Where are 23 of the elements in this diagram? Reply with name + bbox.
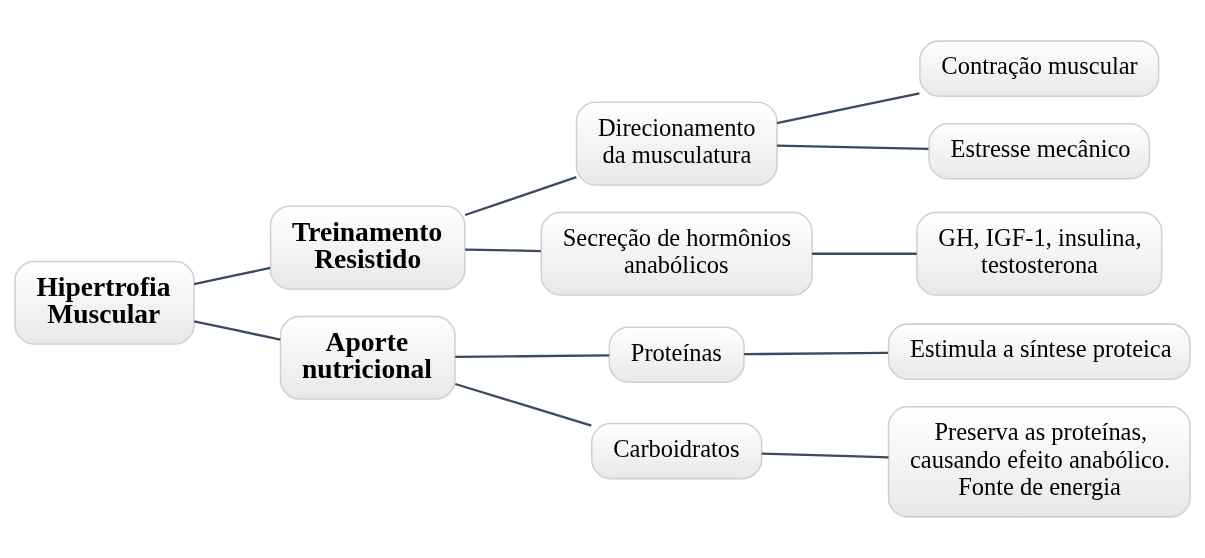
node-box: Proteínas xyxy=(608,326,745,384)
node-box: Hipertrofia Muscular xyxy=(14,260,195,345)
connector xyxy=(776,144,929,151)
node-box: Secreção de hormônios anabólicos xyxy=(540,211,813,296)
node-box: Aporte nutricional xyxy=(279,315,456,400)
connector xyxy=(744,351,888,356)
connector xyxy=(465,248,541,253)
connector xyxy=(761,452,889,459)
node-box: GH, IGF-1, insulina, testosterona xyxy=(916,211,1163,296)
node-box: Contração muscular xyxy=(919,40,1160,97)
connector xyxy=(812,252,917,255)
node-box: Estresse mecânico xyxy=(928,122,1151,180)
node-box: Estimula a síntese proteica xyxy=(887,323,1191,380)
connector xyxy=(455,354,610,359)
connector xyxy=(454,382,592,427)
connector xyxy=(776,92,920,125)
connector xyxy=(193,266,271,286)
node-box: Treinamento Resistido xyxy=(269,205,466,290)
connector xyxy=(464,176,577,217)
node-box: Direcionamento da musculatura xyxy=(575,101,778,186)
node-box: Preserva as proteínas, causando efeito anabólico. Fonte de energia xyxy=(887,405,1191,518)
connector xyxy=(193,320,281,341)
node-box: Carboidratos xyxy=(591,422,763,480)
